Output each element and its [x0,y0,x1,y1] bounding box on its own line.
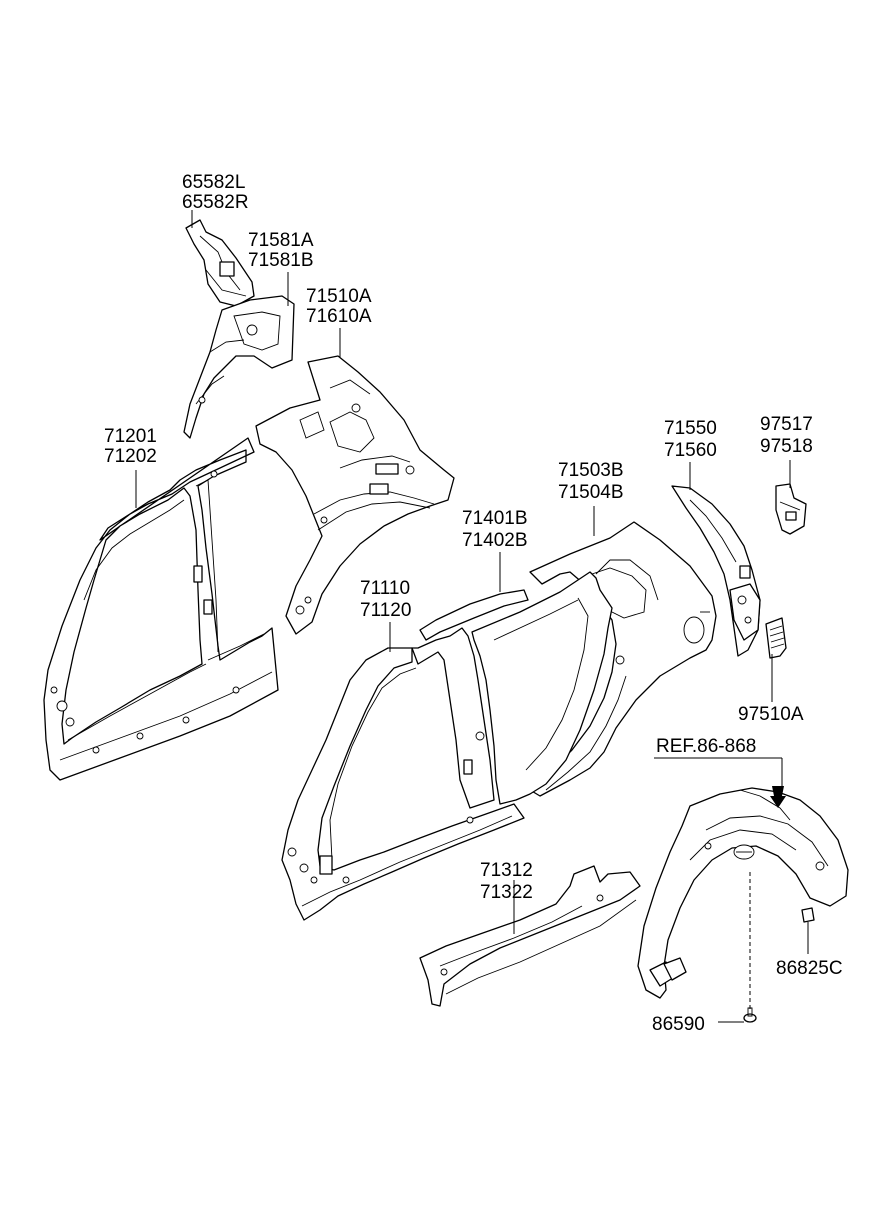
callout-71201-line2: 71202 [104,446,157,467]
part-71581-bracket [183,295,295,439]
part-71510-inner-panel [255,355,455,635]
callout-71503-line1: 71503B [558,460,624,481]
callout-71110: 71110 71120 [360,578,411,621]
part-97517-bracket [775,483,807,535]
part-71110-side-outer [281,571,625,921]
part-71550-pillar [671,485,761,657]
part-71401-roof-strip [419,589,529,641]
callout-ref-line1: REF.86-868 [656,736,756,757]
callout-97510A-line1: 97510A [738,704,804,725]
callout-86590: 86590 [652,1014,705,1035]
part-71312-sill [419,865,641,1007]
callout-71510: 71510A 71610A [306,286,372,327]
callout-65582-line1: 65582L [182,172,245,193]
callout-97510A: 97510A [738,704,804,725]
callout-71110-line1: 71110 [360,578,410,599]
callout-ref-86-868: REF.86-868 [656,736,756,757]
callout-86590-line1: 86590 [652,1014,705,1035]
callout-86825C-line1: 86825C [776,958,843,979]
callout-97517-line2: 97518 [760,436,813,457]
part-97510A-vent [765,617,787,659]
callout-71312: 71312 71322 [480,860,533,903]
callout-71503-line2: 71504B [558,482,624,503]
callout-71581: 71581A 71581B [248,230,314,271]
callout-86825C: 86825C [776,958,843,979]
callout-71110-line2: 71120 [360,600,411,621]
fastener-86590 [743,1007,757,1023]
callout-71401: 71401B 71402B [462,508,528,551]
callout-71201-line1: 71201 [104,426,157,447]
callout-71581-line2: 71581B [248,250,314,271]
callout-71312-line1: 71312 [480,860,533,881]
callout-71550-line1: 71550 [664,418,717,439]
callout-71510-line1: 71510A [306,286,372,307]
callout-65582: 65582L 65582R [182,172,249,213]
part-wheel-liner [637,787,849,999]
callout-71401-line2: 71402B [462,530,528,551]
callout-71510-line2: 71610A [306,306,372,327]
part-65582-bracket [185,219,255,307]
callout-71581-line1: 71581A [248,230,314,251]
leader-lines [135,210,809,1023]
callout-71312-line2: 71322 [480,882,533,903]
part-71201-side-frame [43,437,279,781]
callout-71550-line2: 71560 [664,440,717,461]
fastener-86825C [801,907,815,923]
callout-71503: 71503B 71504B [558,460,624,503]
callout-71201: 71201 71202 [104,426,157,467]
callout-71401-line1: 71401B [462,508,528,529]
ref-arrow [770,786,786,808]
callout-71550: 71550 71560 [664,418,717,461]
callout-97517: 97517 97518 [760,414,813,457]
callout-97517-line1: 97517 [760,414,813,435]
callout-65582-line2: 65582R [182,192,249,213]
